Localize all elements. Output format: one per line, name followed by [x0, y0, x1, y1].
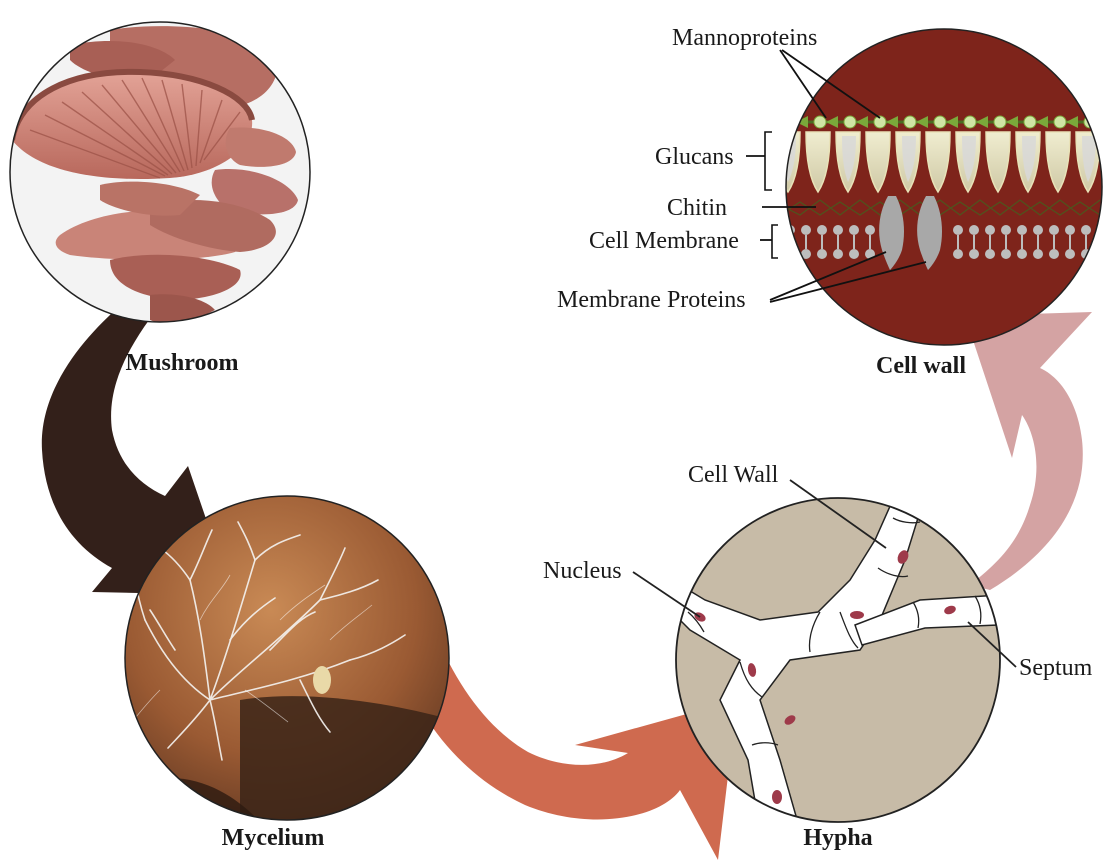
cell-wall-illustration [746, 29, 1110, 345]
mushroom-illustration [0, 0, 330, 340]
label-glucans: Glucans [655, 144, 734, 170]
label-chitin: Chitin [667, 195, 727, 221]
caption-cell-wall: Cell wall [876, 353, 966, 379]
label-mannoproteins: Mannoproteins [672, 25, 817, 51]
caption-mushroom: Mushroom [126, 350, 239, 376]
label-membrane-proteins: Membrane Proteins [557, 287, 746, 313]
caption-hypha: Hypha [803, 825, 872, 851]
caption-mycelium: Mycelium [222, 825, 325, 851]
label-hypha-cell-wall: Cell Wall [688, 462, 779, 488]
label-nucleus: Nucleus [543, 558, 622, 584]
label-cell-membrane: Cell Membrane [589, 228, 739, 254]
label-septum: Septum [1019, 655, 1093, 681]
arrow-hypha-to-cellwall [965, 312, 1092, 590]
mycelium-illustration [125, 496, 452, 822]
